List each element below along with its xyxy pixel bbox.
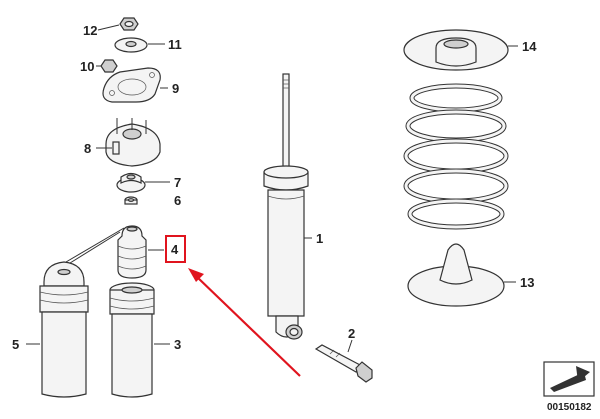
label-14: 14 <box>522 39 537 54</box>
label-13: 13 <box>520 275 534 290</box>
label-1: 1 <box>316 231 323 246</box>
label-3: 3 <box>174 337 181 352</box>
diagram-code: 00150182 <box>547 402 592 413</box>
label-11: 11 <box>168 37 182 52</box>
label-4-highlight-box <box>165 235 186 263</box>
part-7-spacer <box>116 172 146 193</box>
part-6-washer <box>124 196 138 205</box>
part-10-nut <box>100 59 118 73</box>
part-5-dust-boot <box>39 261 89 398</box>
part-8-support-bearing <box>105 118 161 167</box>
highlight-arrow <box>188 268 301 377</box>
label-10: 10 <box>80 59 94 74</box>
label-8: 8 <box>84 141 91 156</box>
label-6: 6 <box>174 193 181 208</box>
part-11-washer <box>114 37 148 53</box>
part-13-spring-pad <box>407 243 505 307</box>
coil-spring <box>403 83 509 230</box>
label-4: 4 <box>171 242 179 257</box>
bmw-parts-arrow-icon <box>543 361 595 397</box>
part-2-bolt <box>314 344 373 383</box>
part-3-protective-tube <box>109 282 155 398</box>
label-12: 12 <box>83 23 97 38</box>
label-5: 5 <box>12 337 19 352</box>
label-7: 7 <box>174 175 181 190</box>
part-12-nut <box>119 17 139 31</box>
part-4-bump-stop <box>117 225 147 279</box>
label-2: 2 <box>348 326 355 341</box>
label-9: 9 <box>172 81 179 96</box>
part-14-spring-pad <box>403 29 509 71</box>
part-9-gasket <box>102 67 161 103</box>
part-1-shock-absorber <box>263 73 309 340</box>
